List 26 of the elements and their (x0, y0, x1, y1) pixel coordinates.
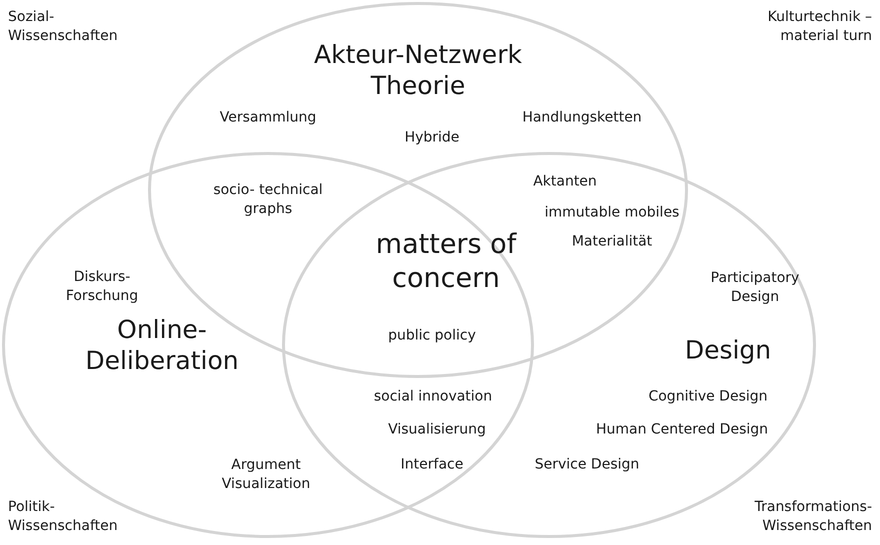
region-label: immutable mobiles (544, 204, 680, 222)
region-label: socio- technical graphs (212, 181, 324, 219)
circle-heading: Online- Deliberation (84, 314, 240, 376)
region-label: Argument Visualization (220, 456, 312, 494)
circle-heading: Akteur-Netzwerk Theorie (313, 39, 523, 101)
region-label: Interface (400, 456, 464, 474)
field-label: Politik- Wissenschaften (8, 498, 119, 536)
region-label: Participatory Design (710, 269, 800, 307)
region-label: Visualisierung (387, 420, 487, 440)
region-label: Handlungsketten (521, 108, 643, 128)
region-label: social innovation (372, 388, 494, 406)
circle-heading: Design (684, 334, 772, 366)
region-label: Diskurs- Forschung (64, 268, 140, 306)
region-label: Human Centered Design (594, 420, 770, 440)
region-label: Versammlung (218, 108, 318, 128)
region-label: Service Design (534, 456, 640, 474)
region-label: public policy (387, 326, 477, 346)
venn-circle (2, 152, 534, 538)
field-label: Sozial- Wissenschaften (8, 8, 118, 46)
region-label: Hybride (404, 128, 460, 148)
region-label: Aktanten (532, 172, 598, 192)
field-label: Kulturtechnik – material turn (766, 8, 872, 46)
center-title: matters of concern (374, 228, 518, 296)
region-label: Materialität (570, 232, 654, 252)
field-label: Transformations- Wissenschaften (754, 498, 872, 536)
region-label: Cognitive Design (647, 388, 769, 406)
